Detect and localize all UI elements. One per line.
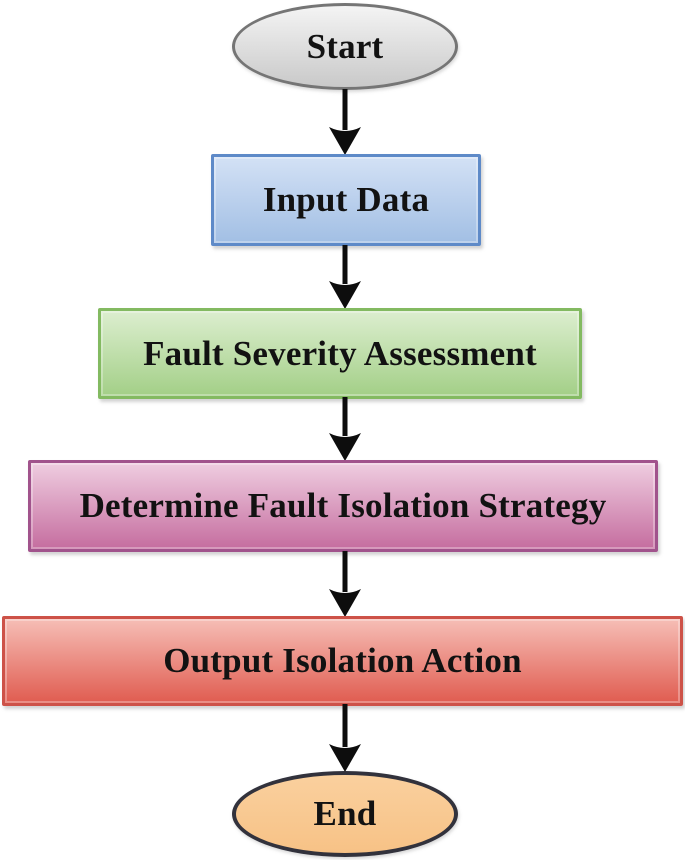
arrow-down-icon bbox=[329, 89, 361, 155]
node-input-data: Input Data bbox=[211, 154, 481, 246]
node-start-label: Start bbox=[306, 26, 384, 66]
node-output-isolation-action-label: Output Isolation Action bbox=[163, 641, 522, 680]
node-determine-fault-isolation-strategy: Determine Fault Isolation Strategy bbox=[28, 460, 658, 552]
node-output-isolation-action: Output Isolation Action bbox=[2, 616, 683, 706]
node-determine-fault-isolation-strategy-label: Determine Fault Isolation Strategy bbox=[79, 486, 607, 525]
node-fault-severity-assessment: Fault Severity Assessment bbox=[98, 308, 582, 399]
node-end-label: End bbox=[313, 794, 377, 833]
arrow-down-icon bbox=[329, 397, 361, 461]
node-input-data-label: Input Data bbox=[262, 180, 430, 219]
arrow-down-icon bbox=[329, 245, 361, 309]
node-start: Start bbox=[232, 3, 458, 90]
node-end: End bbox=[232, 771, 458, 857]
arrow-down-icon bbox=[329, 551, 361, 617]
arrow-down-icon bbox=[329, 704, 361, 772]
node-fault-severity-assessment-label: Fault Severity Assessment bbox=[143, 333, 537, 373]
